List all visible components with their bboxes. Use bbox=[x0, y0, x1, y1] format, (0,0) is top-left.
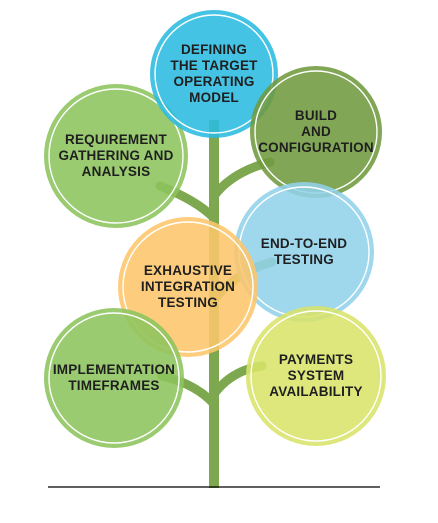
node-label-requirement-gathering: REQUIREMENT GATHERING AND ANALYSIS bbox=[58, 132, 174, 179]
node-label-end-to-end-testing: END-TO-END TESTING bbox=[260, 236, 348, 267]
node-ring-payments-system-availability bbox=[250, 310, 382, 442]
node-circle-implementation-timeframes bbox=[44, 308, 184, 448]
node-circle-build-and-configuration bbox=[250, 66, 382, 198]
node-label-defining-target-operating-model: DEFINING THE TARGET OPERATING MODEL bbox=[170, 42, 258, 105]
node-ring-implementation-timeframes bbox=[48, 312, 180, 444]
node-label-build-and-configuration: BUILD AND CONFIGURATION bbox=[258, 108, 374, 155]
node-circle-payments-system-availability bbox=[246, 306, 386, 446]
node-ring-defining-target-operating-model bbox=[154, 14, 274, 134]
node-label-payments-system-availability: PAYMENTS SYSTEM AVAILABILITY bbox=[269, 352, 363, 399]
node-circle-requirement-gathering bbox=[44, 84, 188, 228]
node-ring-requirement-gathering bbox=[48, 88, 184, 224]
node-circle-end-to-end-testing bbox=[234, 182, 374, 322]
node-label-implementation-timeframes: IMPLEMENTATION TIMEFRAMES bbox=[52, 362, 176, 393]
node-label-exhaustive-integration-testing: EXHAUSTIVE INTEGRATION TESTING bbox=[140, 263, 236, 310]
node-ring-exhaustive-integration-testing bbox=[122, 221, 254, 353]
node-circle-defining-target-operating-model bbox=[150, 10, 278, 138]
